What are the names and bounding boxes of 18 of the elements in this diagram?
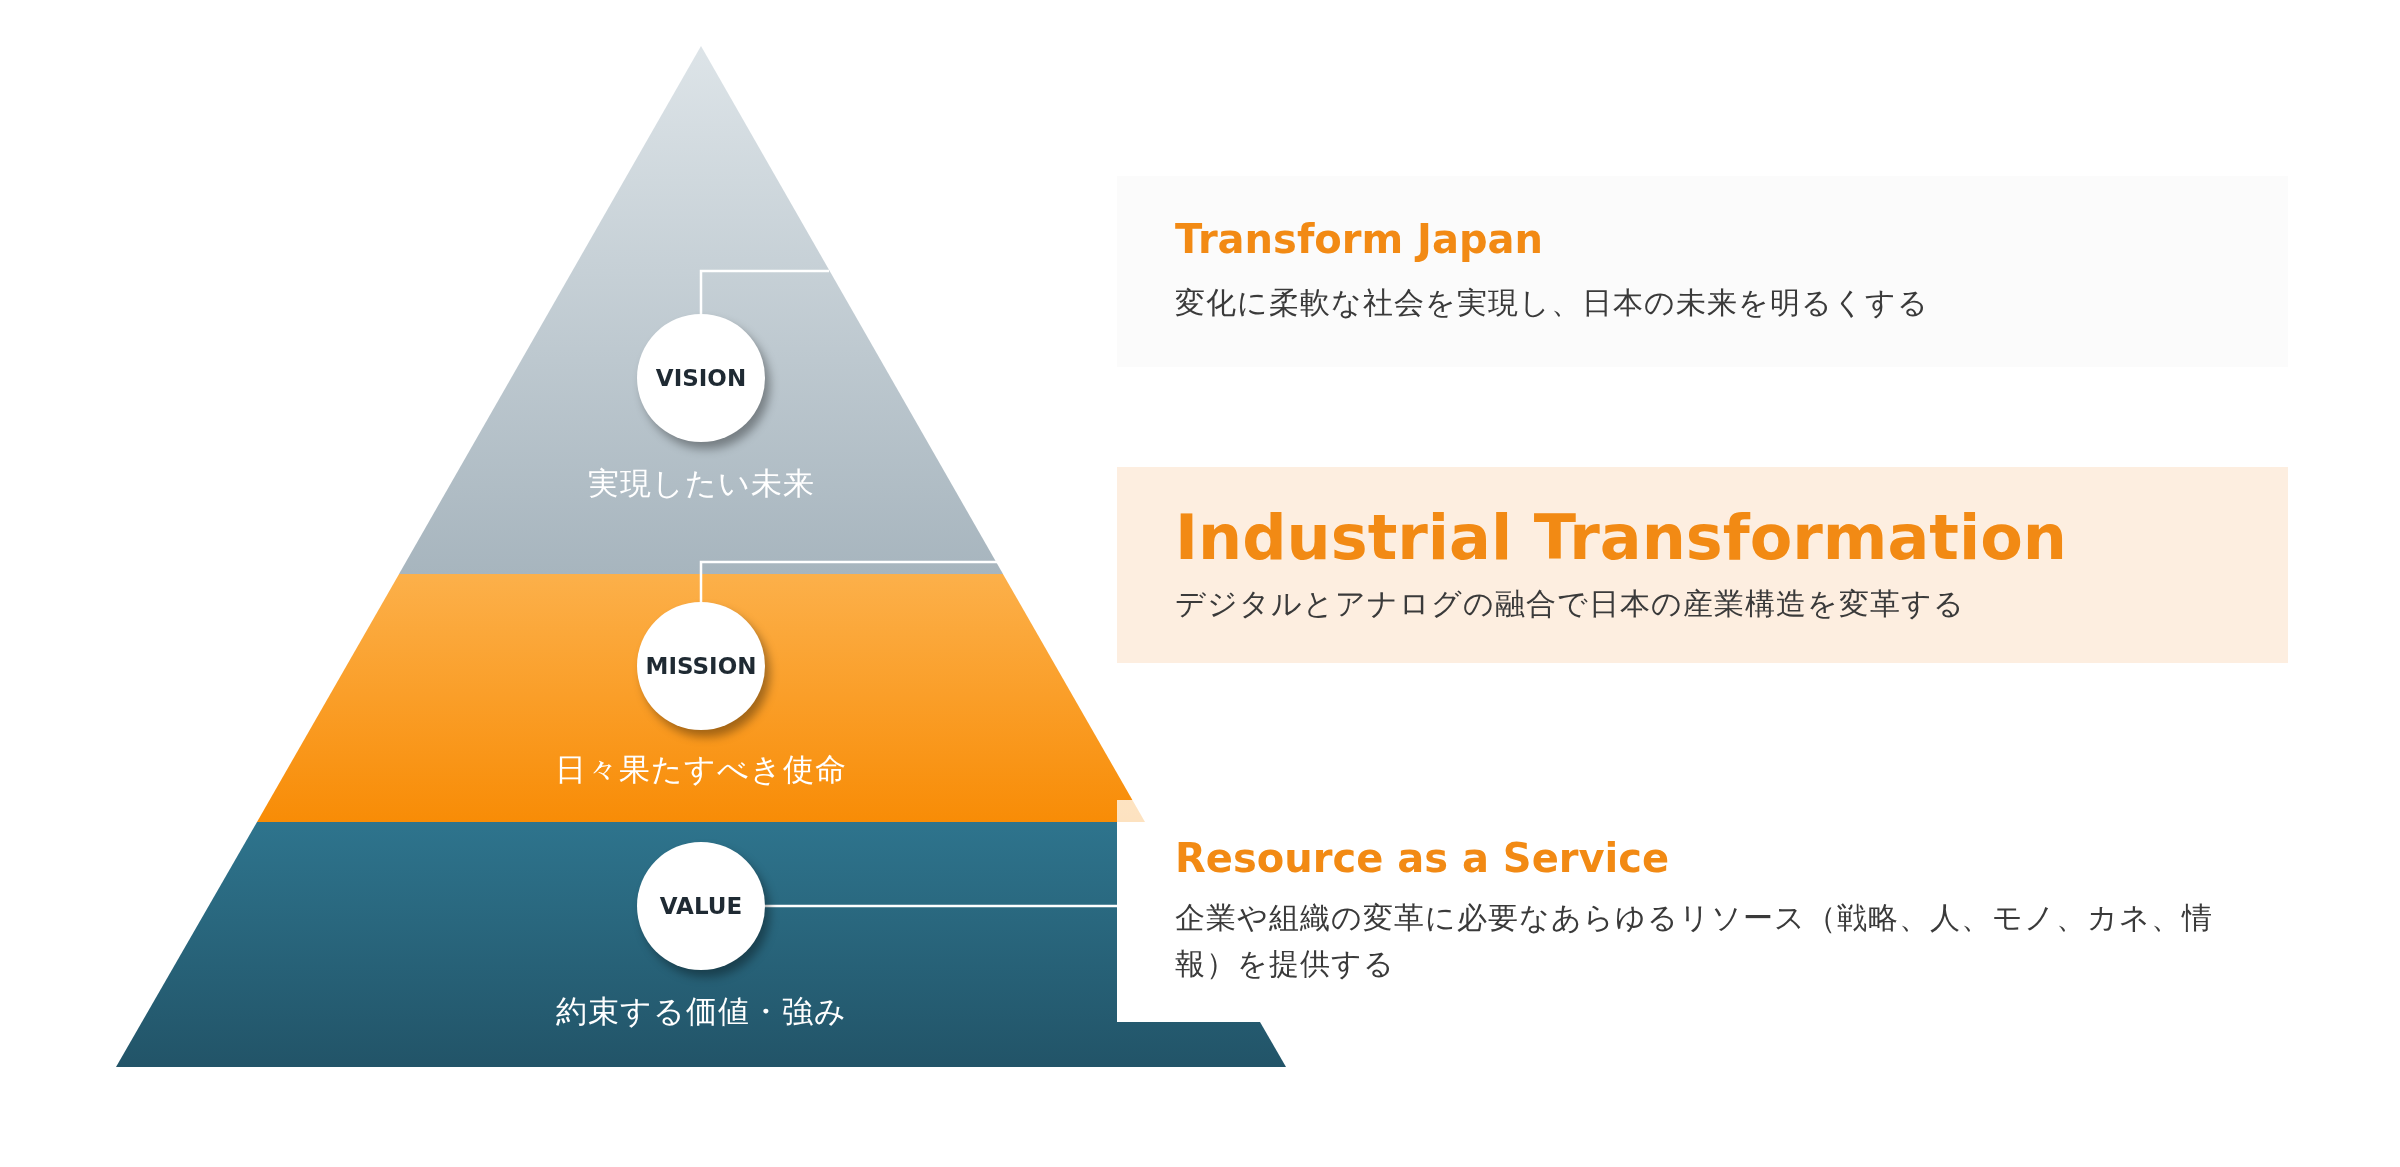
panel-heading: Industrial Transformation — [1175, 502, 2068, 574]
panel-heading: Transform Japan — [1175, 216, 1545, 263]
tier-caption: 日々果たすべき使命 — [555, 750, 847, 789]
connector-line — [699, 269, 829, 314]
pyramid-tier — [116, 822, 1117, 1067]
tier-caption: 実現したい未来 — [587, 464, 815, 503]
pyramid-tier — [399, 46, 1003, 574]
connector-line — [699, 560, 997, 602]
tier-caption: 約束する価値・強み — [555, 992, 847, 1031]
panel-text: デジタルとアナログの融合で日本の産業構造を変革する — [1175, 585, 1966, 624]
panel-text: 企業や組織の変革に必要なあらゆるリソース（戦略、人、モノ、カネ、情報）を提供する — [1175, 898, 2214, 983]
label-circle: MISSION — [637, 602, 765, 730]
connector-line — [765, 904, 1117, 908]
statement-panel — [1117, 467, 2288, 663]
label-circle: VISION — [637, 314, 765, 442]
label-circle: VALUE — [637, 842, 765, 970]
panel-heading: Resource as a Service — [1175, 834, 1671, 881]
panel-text: 変化に柔軟な社会を実現し、日本の未来を明るくする — [1175, 284, 1930, 323]
